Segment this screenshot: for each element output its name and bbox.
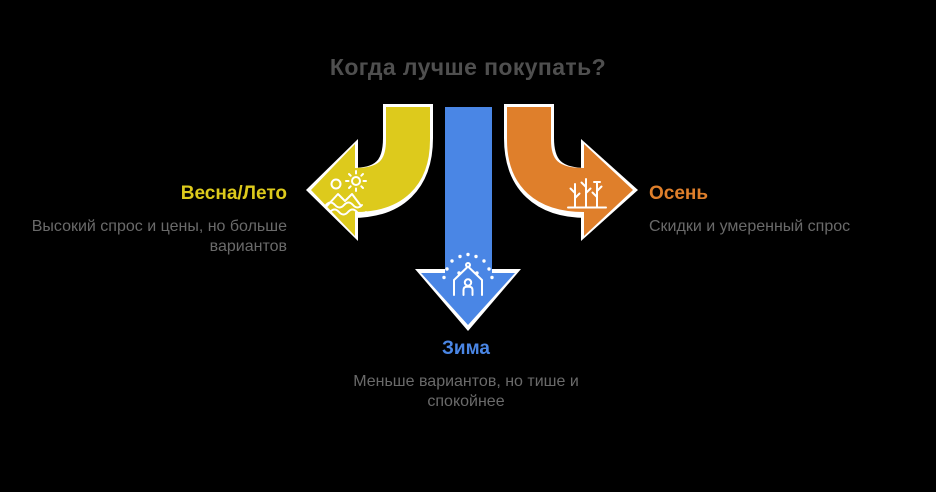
section-spring-summer: Весна/Лето Высокий спрос и цены, но боль… [15, 183, 287, 257]
section-winter: Зима Меньше вариантов, но тише и спокойн… [346, 338, 586, 412]
spring-summer-label: Весна/Лето [180, 183, 287, 204]
winter-arrow-body [445, 107, 492, 276]
autumn-description: Скидки и умеренный спрос [649, 218, 851, 235]
sun-icon [351, 176, 361, 186]
person-in-house-body [462, 285, 474, 296]
tree-2 [580, 178, 592, 208]
autumn-arrowhead [584, 144, 633, 236]
autumn-arrow-body [507, 107, 585, 212]
wave-line-1 [325, 201, 363, 209]
winter-label: Зима [442, 338, 490, 359]
section-autumn: Осень Скидки и умеренный спрос [649, 183, 889, 237]
tree-3 [591, 181, 603, 208]
person-head [330, 178, 342, 190]
beach-sun-mountains-icon [325, 170, 367, 216]
page-title: Когда лучше покупать? [329, 54, 607, 80]
spring-summer-arrow [306, 104, 433, 241]
mountains [325, 193, 362, 208]
sun-rays [345, 170, 367, 192]
tree-1 [569, 183, 581, 208]
spring-summer-arrow-body [354, 107, 430, 212]
house-snow-icon [442, 252, 494, 296]
person-in-house-head [463, 278, 473, 287]
bare-trees-icon [567, 178, 607, 209]
autumn-arrow [504, 104, 638, 241]
autumn-label: Осень [649, 183, 709, 204]
wave-line-2 [329, 208, 367, 216]
winter-description: Меньше вариантов, но тише и спокойнее [353, 373, 579, 410]
house-roof-knob [465, 262, 471, 268]
snow-dots [442, 252, 494, 280]
spring-summer-arrowhead [311, 144, 355, 236]
spring-summer-description: Высокий спрос и цены, но больше варианто… [31, 218, 287, 255]
winter-arrow [415, 107, 521, 331]
winter-arrowhead [421, 273, 515, 325]
